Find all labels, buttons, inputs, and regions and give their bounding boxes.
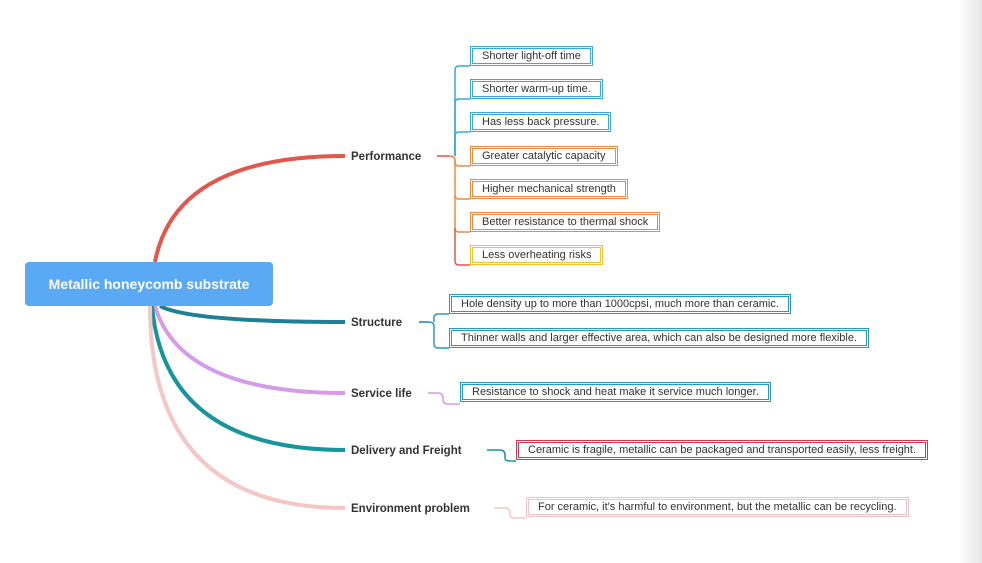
topic-higher-mechanical-strength[interactable]: Higher mechanical strength [470, 179, 628, 199]
connector-performance [153, 154, 346, 263]
topic-better-resistance-thermal-shock[interactable]: Better resistance to thermal shock [470, 212, 661, 232]
topic-label: Ceramic is fragile, metallic can be pack… [528, 444, 917, 456]
topic-shorter-light-off-time[interactable]: Shorter light-off time [470, 46, 593, 66]
topic-less-overheating-risks[interactable]: Less overheating risks [470, 245, 604, 265]
topic-shorter-warm-up-time[interactable]: Shorter warm-up time. [470, 79, 603, 99]
root-topic-label: Metallic honeycomb substrate [48, 276, 250, 292]
topic-label: Has less back pressure. [482, 116, 600, 128]
connector-environment [148, 305, 346, 510]
connector-service-life [153, 305, 346, 395]
branch-service-life[interactable]: Service life [351, 388, 412, 400]
topic-thinner-walls[interactable]: Thinner walls and larger effective area,… [449, 328, 870, 348]
topic-label: Shorter warm-up time. [482, 83, 591, 95]
topic-label: Resistance to shock and heat make it ser… [472, 386, 759, 398]
topic-label: Thinner walls and larger effective area,… [461, 332, 858, 344]
topic-ceramic-harmful[interactable]: For ceramic, it's harmful to environment… [526, 497, 909, 517]
root-topic[interactable]: Metallic honeycomb substrate [25, 262, 273, 306]
delivery-child-connector [487, 449, 516, 462]
connector-structure [159, 304, 346, 324]
branch-performance[interactable]: Performance [351, 151, 422, 163]
service-life-child-connector [428, 392, 460, 405]
topic-label: Hole density up to more than 1000cpsi, m… [461, 298, 779, 310]
topic-label: Higher mechanical strength [482, 183, 616, 195]
branch-delivery-and-freight[interactable]: Delivery and Freight [351, 445, 462, 457]
branch-structure[interactable]: Structure [351, 317, 403, 329]
topic-label: Less overheating risks [482, 249, 592, 261]
topic-ceramic-fragile[interactable]: Ceramic is fragile, metallic can be pack… [516, 440, 929, 460]
topic-label: Better resistance to thermal shock [482, 216, 649, 228]
topic-less-back-pressure[interactable]: Has less back pressure. [470, 112, 612, 132]
connector-delivery [150, 305, 346, 452]
topic-label: For ceramic, it's harmful to environment… [538, 501, 897, 513]
performance-children-connectors [437, 65, 470, 266]
topic-hole-density[interactable]: Hole density up to more than 1000cpsi, m… [449, 294, 791, 314]
branch-environment-problem[interactable]: Environment problem [351, 503, 470, 515]
topic-resistance-shock-heat[interactable]: Resistance to shock and heat make it ser… [460, 382, 771, 402]
topic-label: Shorter light-off time [482, 50, 581, 62]
topic-label: Greater catalytic capacity [482, 150, 606, 162]
right-edge-shadow [958, 0, 982, 563]
environment-child-connector [494, 507, 526, 519]
topic-greater-catalytic-capacity[interactable]: Greater catalytic capacity [470, 146, 618, 166]
structure-children-connectors [419, 313, 449, 349]
